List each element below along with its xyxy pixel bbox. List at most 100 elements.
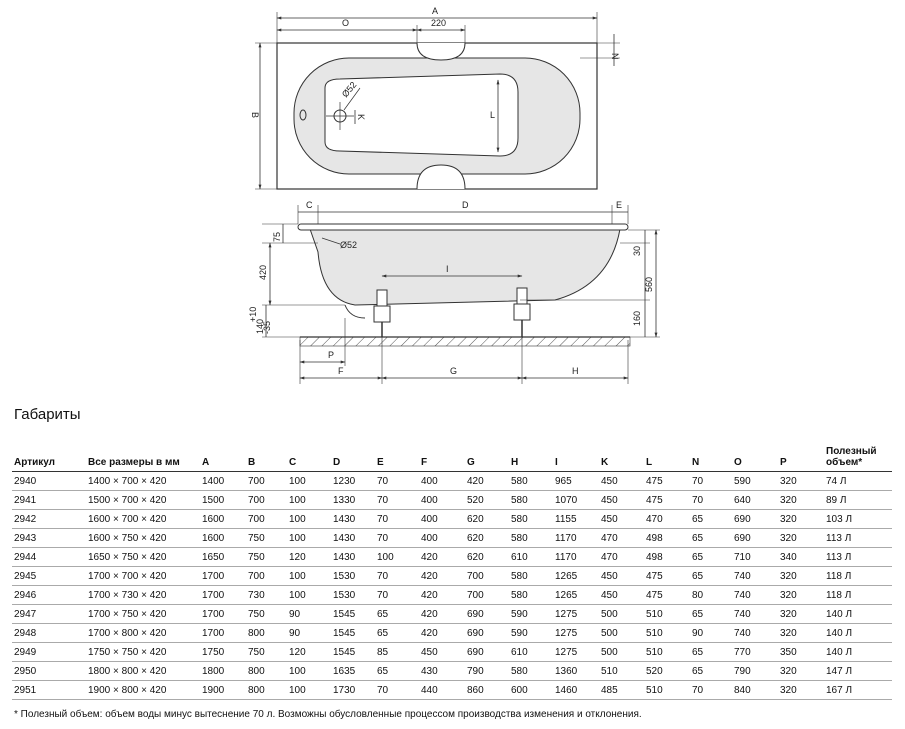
table-cell: 90 — [287, 604, 331, 624]
table-cell: 1700 — [200, 604, 246, 624]
table-cell: 470 — [644, 509, 690, 529]
overflow-hole-top — [299, 109, 307, 121]
table-cell: 510 — [644, 680, 690, 700]
table-cell: 340 — [778, 547, 824, 567]
table-cell: 1500 — [200, 490, 246, 510]
table-cell: 580 — [509, 661, 553, 681]
column-header: D — [331, 446, 375, 472]
dim-c: C — [306, 200, 313, 210]
table-cell: 1265 — [553, 585, 599, 605]
table-cell: 65 — [690, 566, 732, 586]
table-cell: 750 — [246, 528, 287, 548]
table-cell: 140 Л — [824, 642, 892, 662]
table-cell: 710 — [732, 547, 778, 567]
table-cell: 70 — [375, 585, 419, 605]
table-cell: 2945 — [12, 566, 86, 586]
table-cell: 320 — [778, 585, 824, 605]
table-cell: 1430 — [331, 547, 375, 567]
table-cell: 450 — [599, 509, 644, 529]
table-cell: 1430 — [331, 528, 375, 548]
foot-left — [373, 289, 391, 337]
table-cell: 74 Л — [824, 471, 892, 491]
technical-drawing: Ø52 A O 220 N B K L — [248, 6, 660, 384]
handle-top — [416, 42, 466, 61]
table-cell: 430 — [419, 661, 465, 681]
table-cell: 510 — [644, 623, 690, 643]
table-cell: 800 — [246, 623, 287, 643]
table-cell: 1700 — [200, 585, 246, 605]
table-cell: 590 — [732, 471, 778, 491]
table-cell: 520 — [465, 490, 509, 510]
table-cell: 65 — [690, 604, 732, 624]
table-cell: 800 — [246, 680, 287, 700]
table-cell: 70 — [690, 680, 732, 700]
table-cell: 1500 × 700 × 420 — [86, 490, 200, 510]
dim-35: -35 — [262, 321, 272, 334]
table-cell: 420 — [465, 471, 509, 491]
table-cell: 690 — [465, 642, 509, 662]
table-cell: 2950 — [12, 661, 86, 681]
table-cell: 580 — [509, 528, 553, 548]
tub-rim-side — [297, 223, 629, 231]
table-cell: 640 — [732, 490, 778, 510]
table-cell: 1275 — [553, 623, 599, 643]
table-cell: 320 — [778, 509, 824, 529]
column-header: B — [246, 446, 287, 472]
table-cell: 740 — [732, 585, 778, 605]
table-cell: 350 — [778, 642, 824, 662]
table-cell: 400 — [419, 509, 465, 529]
table-cell: 470 — [599, 528, 644, 548]
column-header: Все размеры в мм — [86, 446, 200, 472]
table-cell: 475 — [644, 490, 690, 510]
table-cell: 140 Л — [824, 604, 892, 624]
table-cell: 1750 × 750 × 420 — [86, 642, 200, 662]
table-cell: 690 — [465, 623, 509, 643]
table-cell: 690 — [732, 509, 778, 529]
table-cell: 610 — [509, 642, 553, 662]
table-cell: 580 — [509, 490, 553, 510]
table-cell: 1265 — [553, 566, 599, 586]
table-cell: 1530 — [331, 566, 375, 586]
table-cell: 690 — [732, 528, 778, 548]
table-cell: 700 — [246, 566, 287, 586]
table-cell: 70 — [375, 566, 419, 586]
column-header: L — [644, 446, 690, 472]
drain-pipe — [344, 304, 366, 319]
table-cell: 320 — [778, 490, 824, 510]
table-cell: 85 — [375, 642, 419, 662]
table-cell: 2941 — [12, 490, 86, 510]
dim-o: O — [342, 18, 349, 28]
column-header: G — [465, 446, 509, 472]
dim-h: H — [572, 366, 579, 376]
dim-160: 160 — [632, 311, 642, 326]
table-cell: 70 — [375, 509, 419, 529]
table-cell: 1750 — [200, 642, 246, 662]
dim-e: E — [616, 200, 622, 210]
table-cell: 420 — [419, 604, 465, 624]
table-cell: 1600 × 700 × 420 — [86, 509, 200, 529]
dim-30: 30 — [632, 246, 642, 256]
table-cell: 700 — [465, 566, 509, 586]
dim-n: N — [610, 53, 620, 60]
table-cell: 750 — [246, 547, 287, 567]
table-cell: 1330 — [331, 490, 375, 510]
table-cell: 580 — [509, 566, 553, 586]
table-cell: 580 — [509, 509, 553, 529]
table-cell: 1360 — [553, 661, 599, 681]
table-cell: 1800 × 800 × 420 — [86, 661, 200, 681]
table-cell: 70 — [375, 471, 419, 491]
table-cell: 2951 — [12, 680, 86, 700]
table-cell: 1635 — [331, 661, 375, 681]
dim-140: 140 — [255, 319, 265, 334]
table-cell: 100 — [287, 661, 331, 681]
table-cell: 840 — [732, 680, 778, 700]
table-cell: 118 Л — [824, 585, 892, 605]
table-cell: 740 — [732, 604, 778, 624]
column-header: Артикул — [12, 446, 86, 472]
column-header: E — [375, 446, 419, 472]
